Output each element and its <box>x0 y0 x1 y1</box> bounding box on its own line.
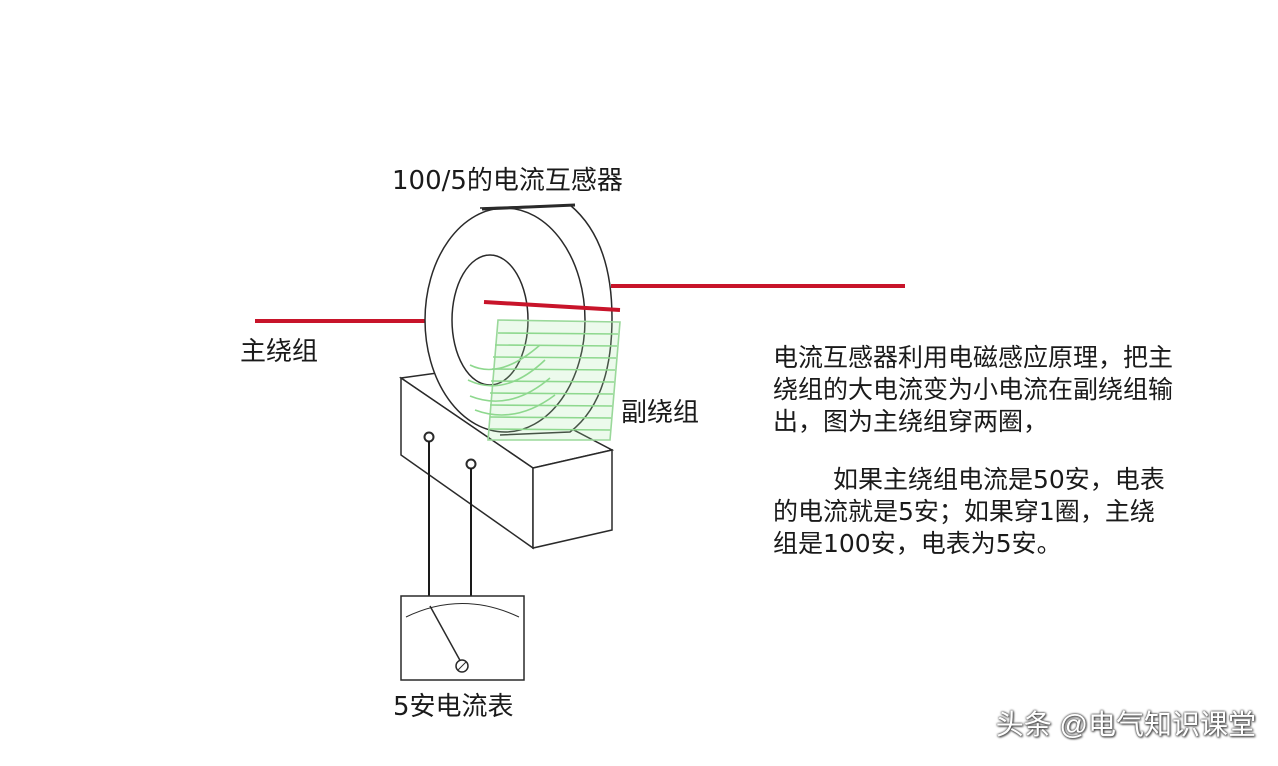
terminal-left <box>423 431 435 443</box>
terminal-right <box>465 458 477 470</box>
secondary-winding <box>467 319 621 441</box>
description-text: 电流互感器利用电磁感应原理，把主绕组的大电流变为小电流在副绕组输出，图为主绕组穿… <box>773 342 1173 560</box>
primary-winding-label: 主绕组 <box>240 337 319 367</box>
description-paragraph-2: 如果主绕组电流是50安，电表的电流就是5安；如果穿1圈，主绕组是100安，电表为… <box>773 465 1165 558</box>
ammeter-label: 5安电流表 <box>393 692 514 722</box>
secondary-winding-label: 副绕组 <box>621 398 700 428</box>
transformer-title: 100/5的电流互感器 <box>392 166 623 196</box>
watermark: 头条 @电气知识课堂 <box>995 709 1256 740</box>
description-paragraph-1: 电流互感器利用电磁感应原理，把主绕组的大电流变为小电流在副绕组输出，图为主绕组穿… <box>773 343 1174 436</box>
ammeter <box>400 595 525 681</box>
primary-conductor-inner <box>483 300 621 312</box>
